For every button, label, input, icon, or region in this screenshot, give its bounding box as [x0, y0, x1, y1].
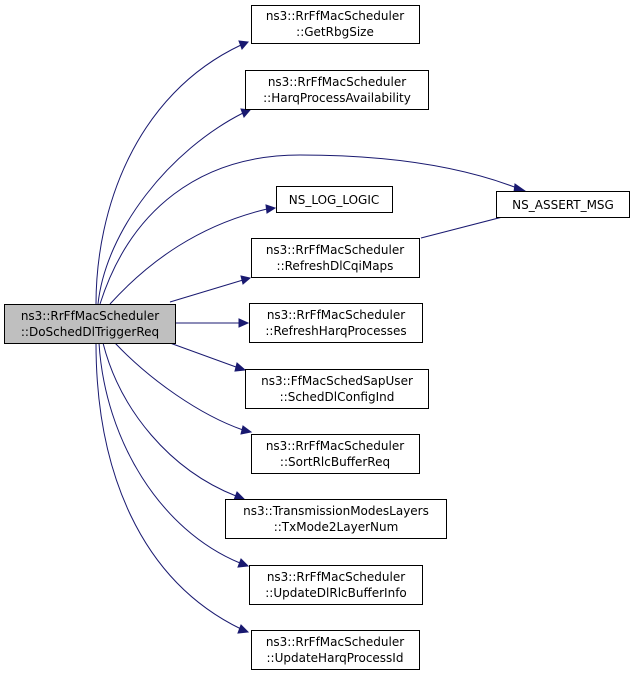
edge-root-ns-log-logic	[109, 208, 268, 305]
node-root-line2: ::DoSchedDlTriggerReq	[21, 325, 159, 339]
node-sort-rlc-line1: ns3::RrFfMacScheduler	[266, 439, 404, 453]
node-update-dl-rlc-line2: ::UpdateDlRlcBufferInfo	[265, 586, 407, 600]
node-get-rbg-size[interactable]: ns3::RrFfMacScheduler ::GetRbgSize	[251, 5, 420, 44]
node-tx-mode-line2: ::TxMode2LayerNum	[274, 520, 399, 534]
node-harq-availability-line2: ::HarqProcessAvailability	[263, 91, 411, 105]
edge-root-harq-availability	[97, 112, 244, 305]
edge-root-refresh-dl-cqi	[169, 279, 244, 303]
node-get-rbg-size-line2: ::GetRbgSize	[296, 25, 374, 39]
edge-root-harq-availability-arrow	[240, 108, 251, 118]
node-ns-assert-msg[interactable]: NS_ASSERT_MSG	[496, 191, 630, 218]
edge-root-refresh-dl-cqi-arrow	[240, 275, 252, 285]
edge-root-update-harq-id	[95, 342, 242, 630]
node-refresh-harq[interactable]: ns3::RrFfMacScheduler ::RefreshHarqProce…	[249, 303, 423, 343]
node-update-dl-rlc[interactable]: ns3::RrFfMacScheduler ::UpdateDlRlcBuffe…	[249, 565, 423, 605]
node-harq-availability-line1: ns3::RrFfMacScheduler	[268, 75, 406, 89]
edge-root-sort-rlc-arrow	[240, 425, 253, 435]
edge-root-update-dl-rlc	[98, 342, 241, 564]
nodes: ns3::RrFfMacScheduler ::DoSchedDlTrigger…	[4, 5, 630, 670]
edge-root-update-harq-id-arrow	[237, 624, 250, 634]
node-root-line1: ns3::RrFfMacScheduler	[21, 309, 159, 323]
edge-root-ns-assert-msg	[99, 154, 518, 305]
edge-root-get-rbg-size	[95, 44, 242, 305]
node-sort-rlc[interactable]: ns3::RrFfMacScheduler ::SortRlcBufferReq	[251, 434, 420, 474]
node-update-dl-rlc-line1: ns3::RrFfMacScheduler	[267, 570, 405, 584]
node-sort-rlc-line2: ::SortRlcBufferReq	[280, 455, 390, 469]
node-sched-dl-config-line1: ns3::FfMacSchedSapUser	[261, 374, 413, 388]
node-update-harq-id-line2: ::UpdateHarqProcessId	[267, 651, 404, 665]
edge-root-ns-assert-msg-arrow	[513, 183, 527, 193]
node-sched-dl-config-line2: ::SchedDlConfigInd	[280, 390, 395, 404]
node-ns-assert-msg-line1: NS_ASSERT_MSG	[512, 198, 614, 212]
edge-root-refresh-harq-arrow	[238, 318, 250, 328]
edge-root-sched-dl-config	[169, 342, 237, 368]
node-refresh-dl-cqi-line1: ns3::RrFfMacScheduler	[266, 243, 404, 257]
node-tx-mode-line1: ns3::TransmissionModesLayers	[243, 504, 429, 518]
node-harq-availability[interactable]: ns3::RrFfMacScheduler ::HarqProcessAvail…	[245, 70, 429, 110]
node-tx-mode[interactable]: ns3::TransmissionModesLayers ::TxMode2La…	[225, 499, 447, 539]
node-ns-log-logic[interactable]: NS_LOG_LOGIC	[276, 186, 393, 213]
node-refresh-harq-line2: ::RefreshHarqProcesses	[265, 324, 406, 338]
node-ns-log-logic-line1: NS_LOG_LOGIC	[289, 193, 380, 207]
edge-root-get-rbg-size-arrow	[238, 40, 249, 50]
node-root[interactable]: ns3::RrFfMacScheduler ::DoSchedDlTrigger…	[4, 304, 176, 344]
node-update-harq-id[interactable]: ns3::RrFfMacScheduler ::UpdateHarqProces…	[251, 630, 420, 670]
node-refresh-dl-cqi[interactable]: ns3::RrFfMacScheduler ::RefreshDlCqiMaps	[251, 238, 420, 278]
node-refresh-harq-line1: ns3::RrFfMacScheduler	[267, 308, 405, 322]
edge-root-tx-mode	[102, 342, 237, 497]
node-update-harq-id-line1: ns3::RrFfMacScheduler	[266, 635, 404, 649]
node-refresh-dl-cqi-line2: ::RefreshDlCqiMaps	[277, 259, 394, 273]
edge-root-ns-log-logic-arrow	[265, 204, 277, 214]
edge-root-sched-dl-config-arrow	[234, 362, 247, 372]
edge-root-tx-mode-arrow	[233, 491, 246, 501]
node-sched-dl-config[interactable]: ns3::FfMacSchedSapUser ::SchedDlConfigIn…	[245, 369, 429, 409]
node-get-rbg-size-line1: ns3::RrFfMacScheduler	[266, 9, 404, 23]
edge-root-sort-rlc	[114, 342, 244, 431]
edge-root-update-dl-rlc-arrow	[237, 558, 250, 568]
